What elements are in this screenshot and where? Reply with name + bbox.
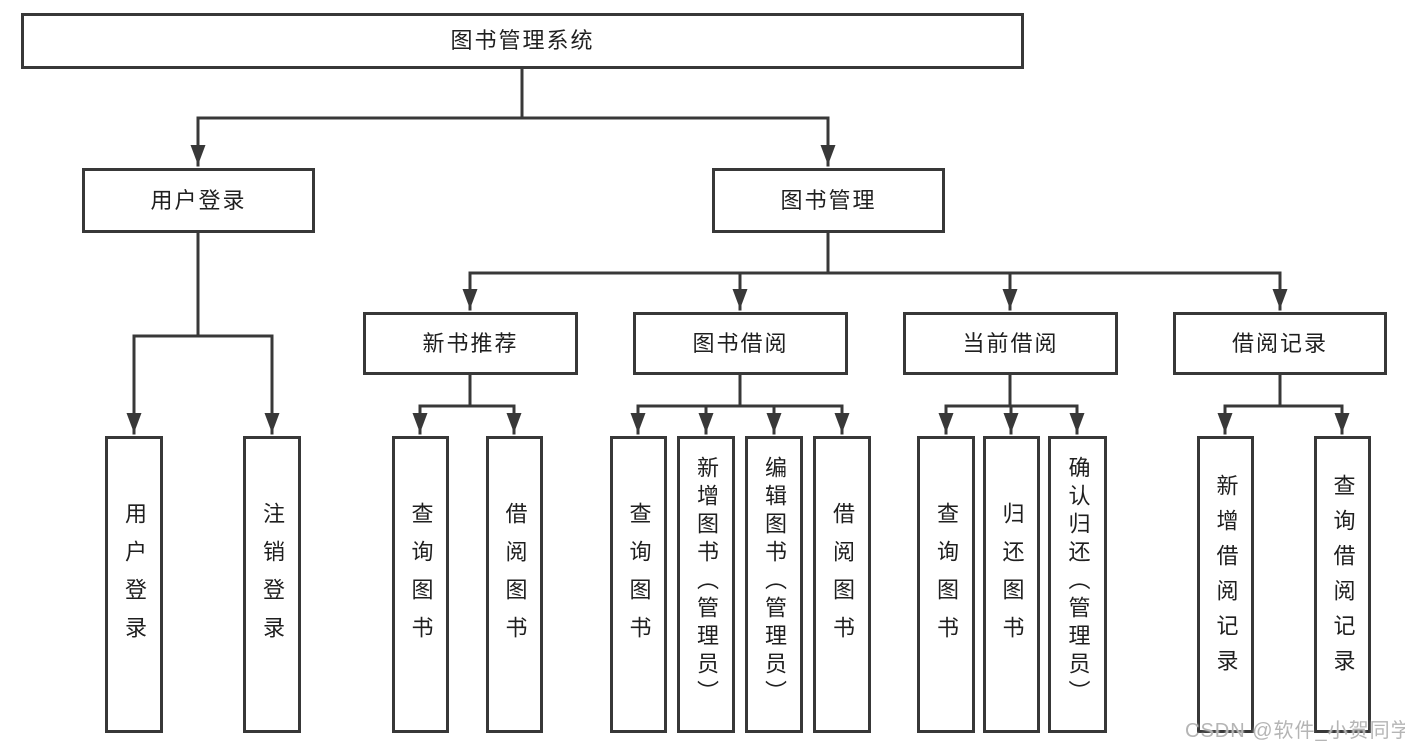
leaf-confirm-return-admin: 确认归还（管理员） bbox=[1048, 436, 1107, 733]
leaf-query-borrow-record: 查询借阅记录 bbox=[1314, 436, 1371, 733]
node-label: 当前借阅 bbox=[962, 330, 1059, 356]
leaf-query-books-borrowing: 查询图书 bbox=[610, 436, 667, 733]
leaf-add-books-admin: 新增图书（管理员） bbox=[677, 436, 735, 733]
node-label: 借阅记录 bbox=[1231, 330, 1328, 356]
node-label: 新书推荐 bbox=[422, 330, 519, 356]
node-label: 用户登录 bbox=[150, 187, 247, 213]
leaf-query-books-current: 查询图书 bbox=[917, 436, 975, 733]
leaf-label: 查询图书 bbox=[408, 501, 434, 654]
leaf-user-login: 用户登录 bbox=[105, 436, 163, 733]
leaf-label: 确认归还（管理员） bbox=[1065, 456, 1091, 708]
leaf-borrow-books-new-book: 借阅图书 bbox=[486, 436, 543, 733]
leaf-logout-login: 注销登录 bbox=[243, 436, 301, 733]
csdn-watermark: CSDN @软件_小贺同学 bbox=[1185, 720, 1405, 742]
leaf-label: 新增借阅记录 bbox=[1213, 474, 1239, 684]
leaf-borrow-books-borrowing: 借阅图书 bbox=[813, 436, 871, 733]
node-label: 图书管理系统 bbox=[450, 28, 595, 53]
leaf-return-books: 归还图书 bbox=[983, 436, 1040, 733]
leaf-label: 注销登录 bbox=[260, 501, 285, 654]
leaf-label: 用户登录 bbox=[122, 501, 147, 654]
node-current-borrowing: 当前借阅 bbox=[903, 312, 1118, 375]
leaf-label: 借阅图书 bbox=[502, 501, 528, 654]
leaf-edit-books-admin: 编辑图书（管理员） bbox=[745, 436, 803, 733]
node-book-management: 图书管理 bbox=[712, 168, 945, 233]
leaf-label: 查询图书 bbox=[626, 501, 652, 654]
leaf-label: 查询图书 bbox=[934, 501, 959, 654]
node-user-login: 用户登录 bbox=[82, 168, 315, 233]
leaf-query-books-new-book: 查询图书 bbox=[392, 436, 449, 733]
node-book-borrowing: 图书借阅 bbox=[633, 312, 848, 375]
leaf-label: 借阅图书 bbox=[830, 501, 855, 654]
node-label: 图书管理 bbox=[780, 187, 877, 213]
leaf-label: 编辑图书（管理员） bbox=[762, 456, 787, 708]
node-borrowing-records: 借阅记录 bbox=[1173, 312, 1387, 375]
node-label: 图书借阅 bbox=[692, 330, 789, 356]
node-new-book-recommendation: 新书推荐 bbox=[363, 312, 578, 375]
leaf-label: 新增图书（管理员） bbox=[694, 456, 719, 708]
leaf-label: 归还图书 bbox=[999, 501, 1025, 654]
leaf-add-borrow-record: 新增借阅记录 bbox=[1197, 436, 1254, 733]
node-library-management-system: 图书管理系统 bbox=[21, 13, 1024, 69]
leaf-label: 查询借阅记录 bbox=[1330, 474, 1356, 684]
